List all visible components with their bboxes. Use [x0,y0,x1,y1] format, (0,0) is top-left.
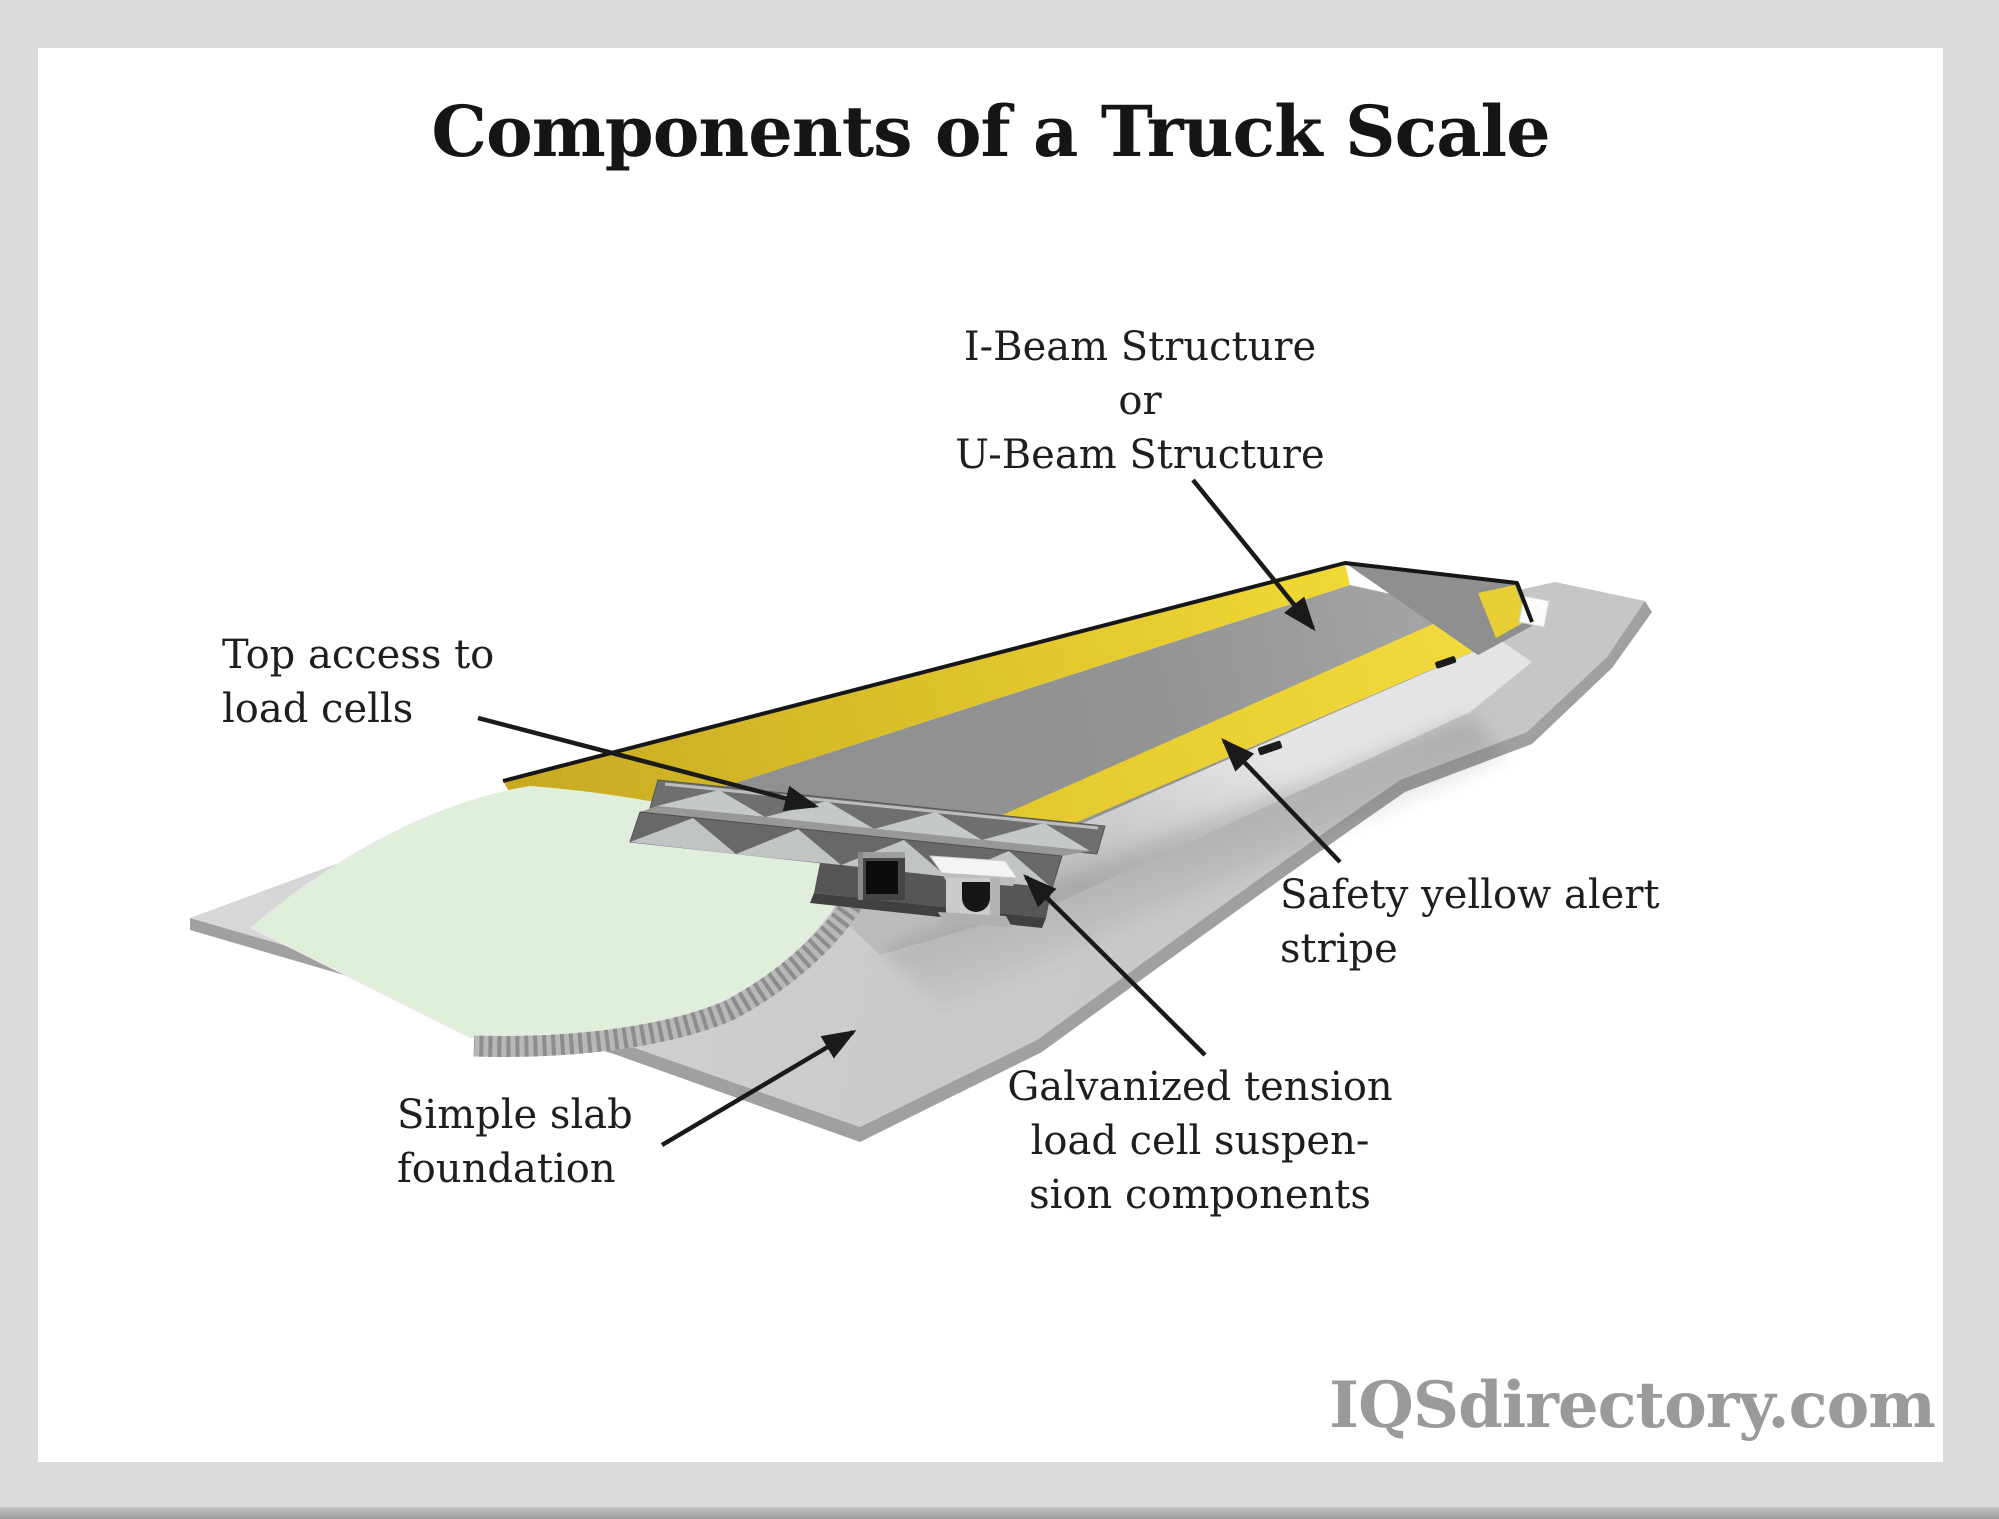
label-line: load cells [222,686,414,732]
label-top-access: Top access to load cells [222,628,494,736]
tension-load-cell-pedestal [928,855,1019,927]
label-safety-stripe: Safety yellow alert stripe [1280,868,1660,976]
truss-center-beam [640,806,1090,856]
tie-down-slot [1435,656,1457,669]
deck-outline [502,561,1534,783]
label-galvanized-suspension: Galvanized tension load cell suspen- sio… [950,1060,1450,1222]
ramp-corrugation-ribs [473,868,879,1057]
truck-scale-illustration [190,478,1652,1147]
truss-top-edge-highlight [664,782,1099,830]
arrow-ibeam [1191,478,1316,632]
arrow-slab-foundation [660,1029,857,1147]
page-title: Components of a Truck Scale [431,90,1550,173]
annotation-arrows [477,478,1342,1147]
platform-end-face [1345,563,1532,655]
bottom-edge-strip [0,1507,1999,1519]
arrow-safety-stripe [1221,738,1342,864]
label-line: Top access to [222,632,495,678]
label-line: foundation [397,1146,616,1192]
label-line: U-Beam Structure [955,432,1325,478]
label-line: stripe [1280,926,1398,972]
watermark-iqsdirectory: IQSdirectory.com [1329,1368,1936,1443]
platform-end-stripe [1478,585,1528,638]
tie-down-slot [1257,740,1283,756]
label-line: Safety yellow alert [1280,872,1660,918]
label-line: Galvanized tension [1007,1064,1393,1110]
label-line: Simple slab [397,1092,633,1138]
label-line: I-Beam Structure [963,324,1317,370]
arrow-galvanized [1023,874,1207,1057]
safety-stripe-upper [503,564,1350,846]
label-line: load cell suspen- [1030,1118,1370,1164]
label-line: or [1118,378,1162,424]
label-ibeam-structure: I-Beam Structure or U-Beam Structure [885,320,1395,482]
apron-shadow [880,715,1508,1008]
truss-row-back [649,779,1106,855]
label-line: sion components [1029,1172,1371,1218]
arrow-top-access [477,715,819,811]
label-slab-foundation: Simple slab foundation [397,1088,633,1196]
load-cell-components [858,852,1019,927]
safety-stripe-lower [1000,612,1500,852]
truss-webbing-back [657,790,1090,851]
scale-platform [502,561,1550,1008]
load-cell-housing [858,852,905,900]
